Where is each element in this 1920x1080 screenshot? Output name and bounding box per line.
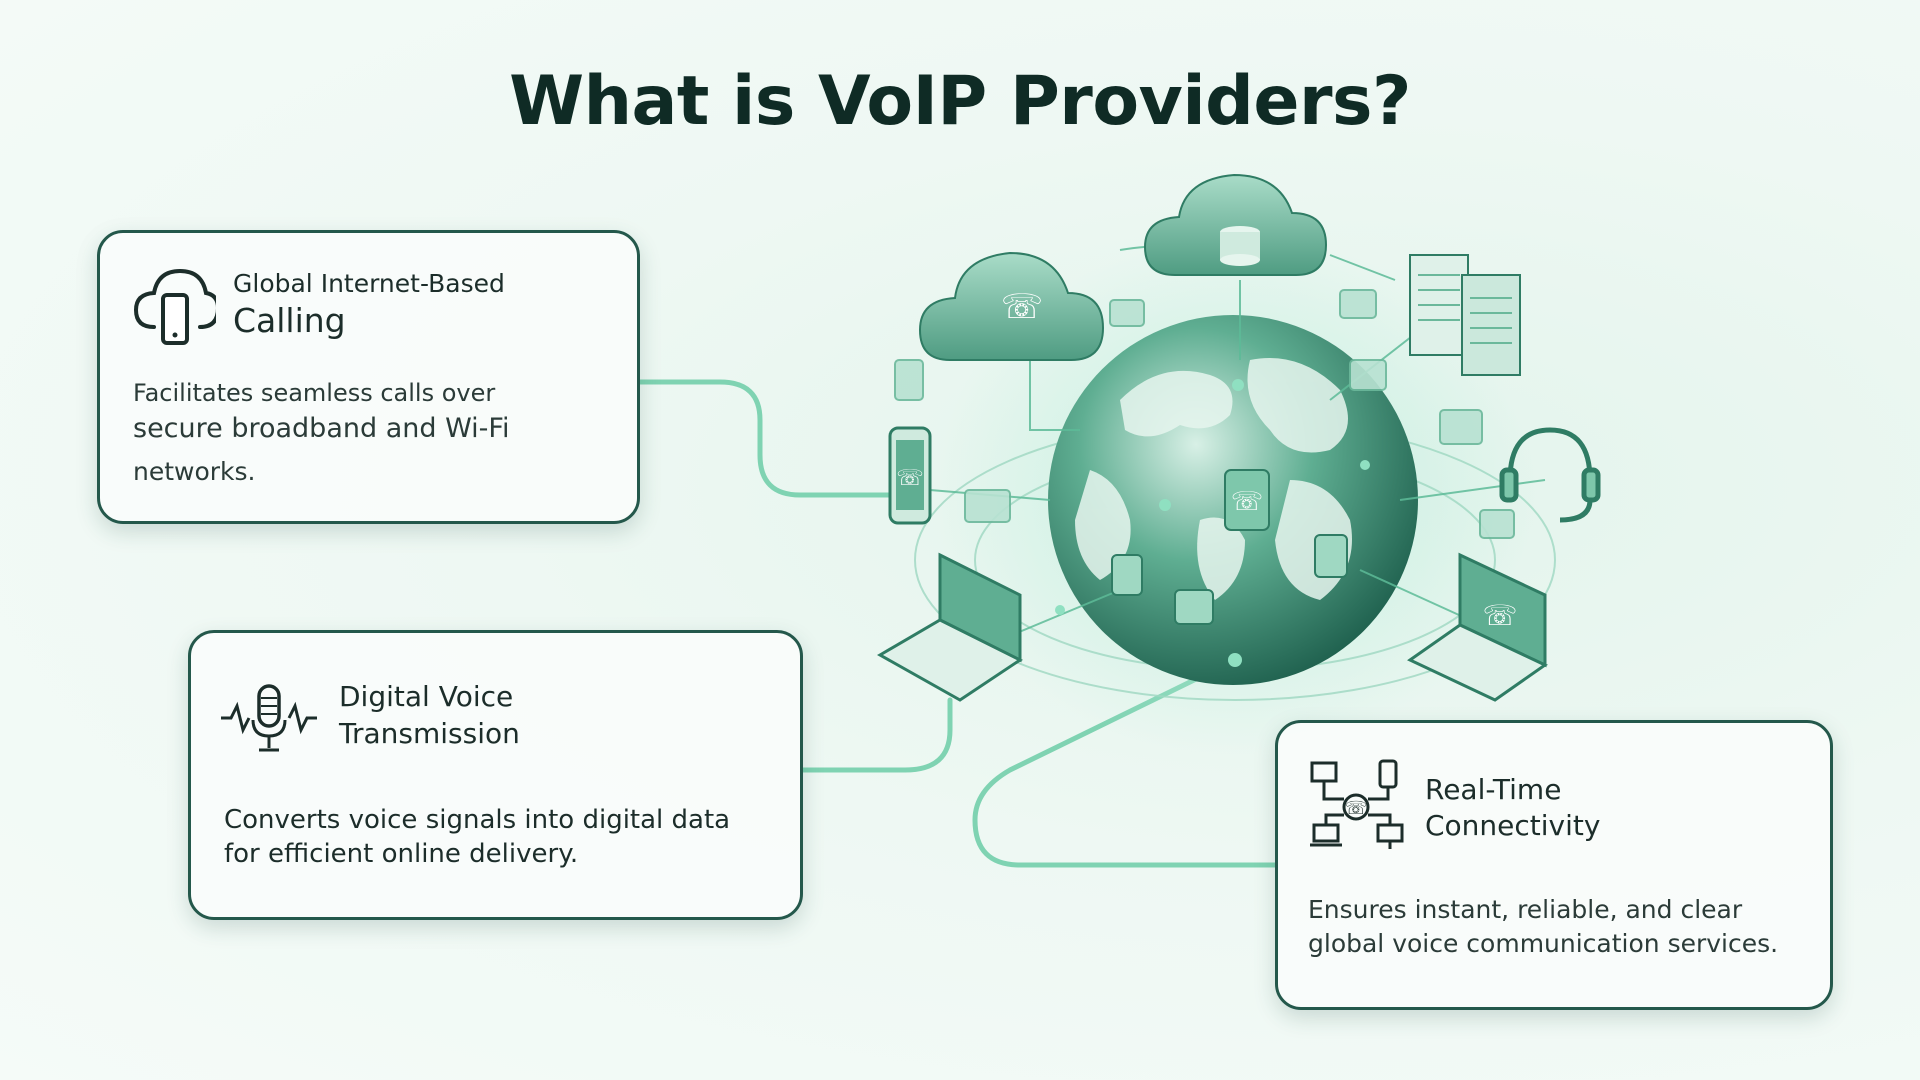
smartphone-icon: ☏ (888, 426, 932, 525)
microphone-wave-icon (221, 684, 317, 752)
card-heading-line: Transmission (339, 717, 520, 750)
phone-badges: ☏ (1111, 469, 1348, 625)
card-heading-line: Connectivity (1425, 809, 1601, 842)
server-rack-icon (1409, 254, 1521, 376)
svg-text:☏: ☏ (1345, 798, 1368, 819)
svg-text:☏: ☏ (896, 466, 924, 491)
headset-icon (1499, 427, 1601, 523)
svg-text:☏: ☏ (1482, 599, 1517, 632)
card-text-line: Converts voice signals into digital data (224, 805, 731, 835)
connector-card3 (972, 657, 1278, 868)
svg-text:☏: ☏ (1231, 487, 1264, 517)
page-title: What is VoIP Providers? (509, 62, 1411, 141)
card-real-time: ☏ Real-Time Connectivity Ensures instant… (1275, 720, 1833, 1010)
chat-bubble-icons (894, 289, 1515, 539)
laptop-left-icon (876, 552, 1023, 702)
card-heading: Calling (233, 301, 346, 340)
cloud-phone-icon-hero: ☏ (918, 251, 1105, 361)
connector-lines (637, 379, 1278, 868)
card-text-line: global voice communication services. (1308, 929, 1779, 958)
card-text-line: for efficient online delivery. (224, 839, 579, 869)
laptop-right-icon: ☏ (1407, 552, 1548, 702)
network-devices-icon: ☏ (1310, 759, 1404, 849)
card-text-line: Ensures instant, reliable, and clear (1308, 895, 1743, 924)
connector-card2 (800, 697, 953, 773)
cloud-database-icon (1143, 173, 1328, 276)
card-text-line: secure broadband and Wi-Fi (133, 413, 510, 444)
card-digital-voice: Digital Voice Transmission Converts voic… (188, 630, 803, 920)
network-nodes (1055, 379, 1370, 667)
card-text-line: networks. (133, 457, 256, 486)
card-heading-line: Real-Time (1425, 773, 1562, 806)
connector-card1 (637, 379, 898, 498)
card-global-calling: Global Internet-Based Calling Facilitate… (97, 230, 640, 524)
card-heading-line: Digital Voice (339, 680, 514, 713)
svg-text:☏: ☏ (1001, 287, 1044, 327)
cloud-phone-icon (133, 268, 216, 345)
card-subheading: Global Internet-Based (233, 269, 505, 298)
card-text-line: Facilitates seamless calls over (133, 379, 496, 407)
